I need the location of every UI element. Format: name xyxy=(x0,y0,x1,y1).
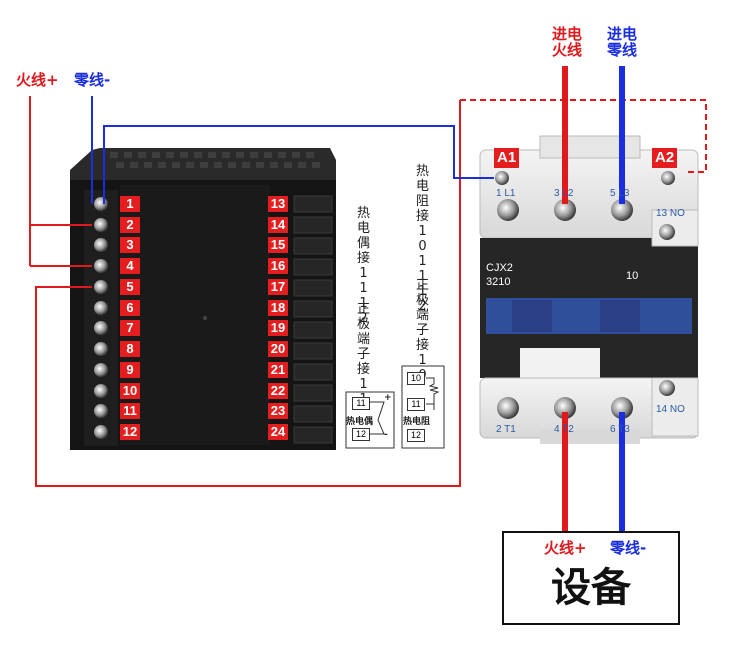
positive-terminal-note-2: 正极端子接10 xyxy=(415,278,429,383)
coil-a1-badge: A1 xyxy=(494,148,520,168)
device-neutral-label: 零线- xyxy=(610,539,647,557)
controller-live-label: 火线+ xyxy=(16,71,59,89)
terminal-16: 16 xyxy=(268,258,288,274)
contactor-terminal-5-l3: 5 L3 xyxy=(610,188,630,199)
contactor-terminal-1-l1: 1 L1 xyxy=(496,188,516,199)
terminal-19: 19 xyxy=(268,320,288,336)
contactor-rating: 10 xyxy=(626,270,639,282)
thermocouple-pin-12: 12 xyxy=(352,428,370,441)
supply-live-label: 进电 火线 xyxy=(551,25,582,59)
temperature-controller xyxy=(70,148,336,450)
live-wires-controller xyxy=(29,96,92,267)
terminal-20: 20 xyxy=(268,341,288,357)
thermocouple-minus: - xyxy=(384,430,388,440)
rtd-pin-12: 12 xyxy=(407,429,425,442)
left-terminal-screws xyxy=(94,197,108,439)
contactor-body xyxy=(479,135,699,444)
thermocouple-label: 热电偶 xyxy=(346,417,374,427)
terminal-15: 15 xyxy=(268,237,288,253)
terminal-24: 24 xyxy=(268,424,288,440)
rtd-note: 热电阻接10 11 12 xyxy=(415,164,429,314)
terminal-2: 2 xyxy=(120,217,140,233)
rtd-pin-11: 11 xyxy=(407,398,425,411)
controller-neutral-label: 零线- xyxy=(74,71,111,89)
terminal-6: 6 xyxy=(120,300,140,316)
terminal-9: 9 xyxy=(120,362,140,378)
coil-a2-badge: A2 xyxy=(652,148,678,168)
terminal-3: 3 xyxy=(120,237,140,253)
terminal-5: 5 xyxy=(120,279,140,295)
coil-control-wire xyxy=(35,99,707,487)
contactor-terminal-6-t3: 6 T3 xyxy=(610,424,630,435)
terminal-1: 1 xyxy=(120,196,140,212)
thermocouple-plus: + xyxy=(384,393,392,403)
terminal-23: 23 xyxy=(268,403,288,419)
terminal-8: 8 xyxy=(120,341,140,357)
terminal-10: 10 xyxy=(120,383,140,399)
contactor-terminal-2-t1: 2 T1 xyxy=(496,424,516,435)
device-title: 设备 xyxy=(551,565,631,611)
terminal-21: 21 xyxy=(268,362,288,378)
contactor-terminal-13-no: 13 NO xyxy=(656,208,685,219)
terminal-18: 18 xyxy=(268,300,288,316)
terminal-12: 12 xyxy=(120,424,140,440)
terminal-14: 14 xyxy=(268,217,288,233)
contactor-model-line1: CJX2 xyxy=(486,262,513,274)
terminal-13: 13 xyxy=(268,196,288,212)
terminal-11: 11 xyxy=(120,403,140,419)
terminal-17: 17 xyxy=(268,279,288,295)
rtd-pin-10: 10 xyxy=(407,372,425,385)
device-live-label: 火线+ xyxy=(544,539,587,557)
rtd-label: 热电阻 xyxy=(403,417,431,427)
neutral-wires-controller xyxy=(91,96,494,204)
device-box-frame xyxy=(502,531,680,625)
contactor-terminal-14-no: 14 NO xyxy=(656,404,685,415)
contactor-model-line2: 3210 xyxy=(486,276,511,288)
thermocouple-note: 热电偶接11 12 xyxy=(356,206,370,326)
terminal-22: 22 xyxy=(268,383,288,399)
terminal-7: 7 xyxy=(120,320,140,336)
supply-neutral-label: 进电 零线 xyxy=(606,25,637,59)
terminal-4: 4 xyxy=(120,258,140,274)
thermocouple-pin-11: 11 xyxy=(352,397,370,410)
contactor-terminal-4-t2: 4 T2 xyxy=(554,424,574,435)
contactor-terminal-3-l2: 3 L2 xyxy=(554,188,574,199)
